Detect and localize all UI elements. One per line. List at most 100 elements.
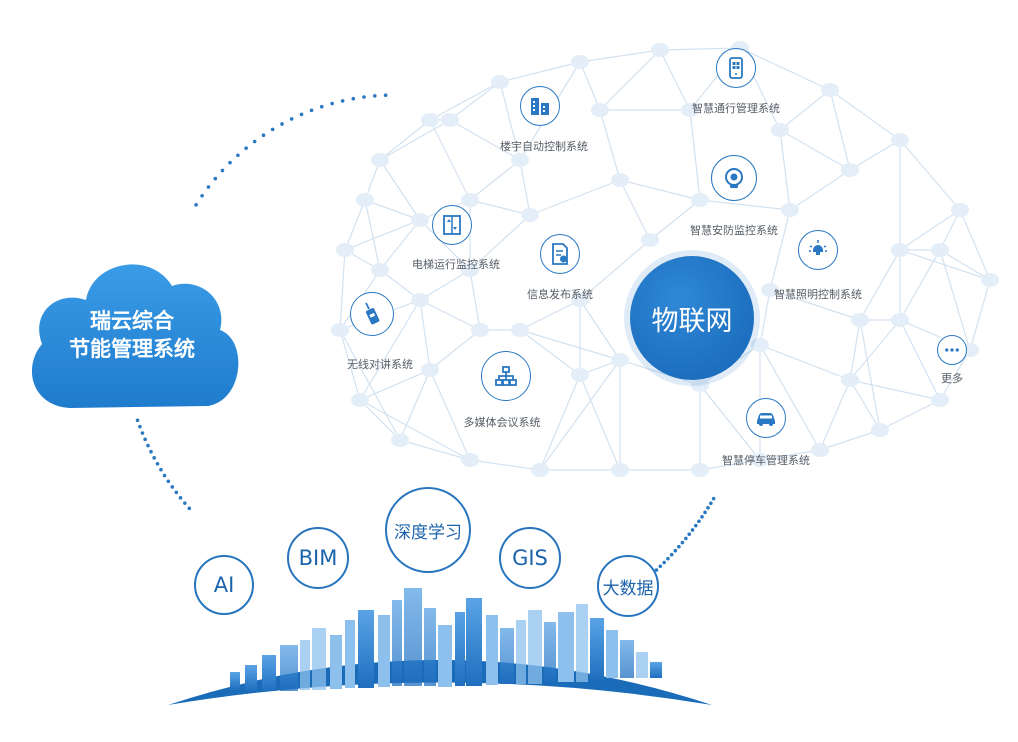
mesh-node <box>411 213 429 227</box>
building-silhouette <box>636 652 648 678</box>
mesh-node <box>931 393 949 407</box>
mesh-edge <box>399 439 471 461</box>
mesh-edge <box>379 119 451 161</box>
building-icon <box>520 86 560 126</box>
mesh-edge <box>539 359 621 471</box>
mesh-node <box>571 293 589 307</box>
mesh-node <box>461 263 479 277</box>
mesh-node <box>371 263 389 277</box>
mesh-edge <box>759 289 771 346</box>
mesh-node <box>691 463 709 477</box>
connector-dot <box>155 462 160 466</box>
network-icon <box>481 351 531 401</box>
mesh-node <box>651 43 669 57</box>
mesh-node <box>691 378 709 392</box>
mesh-edge <box>469 269 481 331</box>
connector-dot <box>673 548 678 553</box>
connector-dot <box>309 108 314 113</box>
building-silhouette <box>650 662 662 678</box>
mesh-edge <box>849 379 881 431</box>
connector-dot <box>135 418 140 423</box>
mesh-node <box>851 313 869 327</box>
connector-dot <box>666 556 670 561</box>
tech-bim: BIM <box>287 527 349 589</box>
connector-dot <box>711 496 716 501</box>
mesh-node <box>421 113 439 127</box>
mesh-edge <box>649 199 701 241</box>
connector-dot <box>658 564 663 569</box>
connector-dot <box>146 443 150 448</box>
mesh-edge <box>759 344 851 381</box>
building-silhouette <box>262 655 276 691</box>
mesh-node <box>761 283 779 297</box>
connector-dot <box>220 168 225 173</box>
mesh-edge <box>579 374 621 471</box>
mesh-edge <box>699 199 791 211</box>
connector-dot <box>687 532 692 537</box>
mesh-edge <box>789 169 851 211</box>
connector-dot <box>677 544 681 549</box>
mesh-node <box>781 203 799 217</box>
connector-dot <box>693 523 698 528</box>
connector-dot <box>684 536 688 541</box>
mesh-node <box>611 463 629 477</box>
connector-dot <box>236 153 240 158</box>
mesh-node <box>571 368 589 382</box>
connector-dot <box>252 139 257 144</box>
mesh-edge <box>469 214 531 271</box>
mesh-edge <box>699 384 761 461</box>
building-silhouette <box>300 640 310 690</box>
building-silhouette <box>392 600 402 686</box>
system-label-security: 智慧安防监控系统 <box>690 224 778 237</box>
mesh-edge <box>419 299 431 371</box>
mesh-edge <box>849 139 901 171</box>
mesh-edge <box>619 359 701 386</box>
mesh-edge <box>779 89 831 131</box>
mesh-edge <box>769 209 791 291</box>
cloud-title-line2: 节能管理系统 <box>69 337 195 361</box>
mesh-edge <box>399 369 431 441</box>
mesh-edge <box>849 379 941 401</box>
mesh-edge <box>579 49 661 63</box>
connector-dot <box>149 449 153 454</box>
cloud-title: 瑞云综合 节能管理系统 <box>69 307 195 363</box>
mesh-edge <box>959 209 991 281</box>
mesh-node <box>841 373 859 387</box>
mesh-edge <box>359 299 421 401</box>
building-silhouette <box>466 598 482 686</box>
mesh-edge <box>659 47 741 51</box>
mesh-node <box>461 193 479 207</box>
connector-dot <box>289 117 294 121</box>
mesh-edge <box>939 349 971 401</box>
connector-dot <box>700 515 704 519</box>
system-label-lighting: 智慧照明控制系统 <box>774 288 862 301</box>
building-silhouette <box>486 615 498 685</box>
mesh-edge <box>449 119 521 161</box>
mesh-edge <box>429 119 471 201</box>
mesh-edge <box>899 139 961 211</box>
qr-phone-icon <box>716 48 756 88</box>
mesh-edge <box>939 249 991 281</box>
mesh-edge <box>619 179 701 201</box>
building-silhouette <box>438 625 452 687</box>
building-silhouette <box>345 620 355 688</box>
tech-big-data: 大数据 <box>597 555 659 617</box>
mesh-node <box>571 55 589 69</box>
mesh-node <box>461 453 479 467</box>
mesh-edge <box>619 179 651 241</box>
system-label-building: 楼宇自动控制系统 <box>500 140 588 153</box>
mesh-node <box>611 173 629 187</box>
connector-dot <box>228 160 232 165</box>
mesh-edge <box>699 459 761 471</box>
mesh-node <box>591 103 609 117</box>
connector-dot <box>213 176 218 181</box>
connector-dot <box>330 101 334 106</box>
mesh-edge <box>419 299 481 331</box>
connector-dot <box>140 431 145 435</box>
building-silhouette <box>576 604 588 682</box>
system-label-elevator: 电梯运行监控系统 <box>412 258 500 271</box>
mesh-edge <box>819 379 851 451</box>
connector-dot <box>706 506 710 510</box>
mesh-edge <box>429 329 481 371</box>
mesh-edge <box>599 109 621 181</box>
